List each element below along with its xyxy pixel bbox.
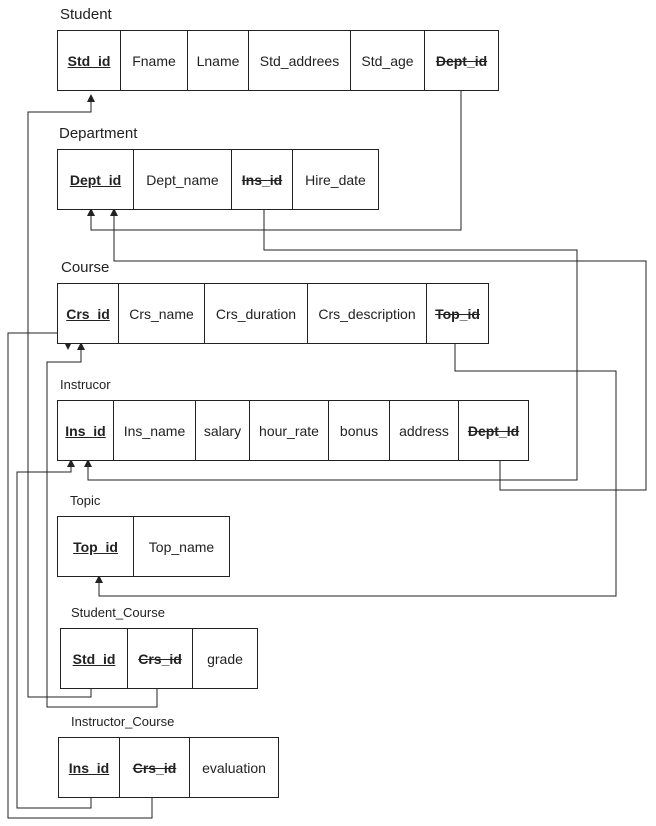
field-top-id-fk: Top_id [435, 305, 480, 322]
field-ins-name: Ins_name [114, 401, 196, 460]
field-crs-id-fk: Crs_id [128, 629, 193, 688]
table-title-topic: Topic [70, 493, 101, 508]
field-dept-id: Dept_id [58, 150, 134, 209]
field-fname: Fname [121, 31, 188, 90]
field-ins-id-fk: Ins_id [232, 150, 293, 209]
field-evaluation: evaluation [202, 759, 266, 776]
field-hire-date: Hire_date [305, 171, 366, 188]
table-department: Dept_id Dept_name Ins_id Hire_date [57, 149, 379, 210]
table-student: Std_id Fname Lname Std_addrees Std_age D… [57, 30, 499, 91]
field-grade: grade [207, 650, 243, 667]
field-salary: salary [196, 401, 250, 460]
field-crs-description: Crs_description [308, 284, 427, 343]
field-lname: Lname [188, 31, 249, 90]
field-top-name: Top_name [148, 538, 215, 555]
field-std-id: Std_id [58, 31, 121, 90]
table-title-student: Student [60, 6, 112, 23]
table-instructor: Ins_id Ins_name salary hour_rate bonus a… [57, 400, 529, 461]
field-std-id: Std_id [61, 629, 128, 688]
table-student-course: Std_id Crs_id grade [60, 628, 258, 689]
table-course: Crs_id Crs_name Crs_duration Crs_descrip… [57, 283, 489, 344]
table-instructor-course: Ins_id Crs_id evaluation [58, 737, 279, 798]
table-topic: Top_id Top_name [57, 516, 230, 577]
field-address: address [390, 401, 459, 460]
field-crs-duration: Crs_duration [205, 284, 308, 343]
table-title-course: Course [61, 259, 110, 276]
field-dept-name: Dept_name [134, 150, 232, 209]
field-dept-id-fk: Dept_Id [467, 422, 520, 439]
table-title-instructor: Instrucor [60, 377, 111, 392]
field-ins-id: Ins_id [59, 738, 120, 797]
field-hour-rate: hour_rate [250, 401, 329, 460]
table-title-instructor-course: Instructor_Course [71, 714, 175, 729]
field-top-id: Top_id [58, 517, 134, 576]
field-ins-id: Ins_id [58, 401, 114, 460]
field-crs-id: Crs_id [58, 284, 119, 343]
field-bonus: bonus [329, 401, 390, 460]
table-title-student-course: Student_Course [71, 605, 165, 620]
field-dept-id-fk: Dept_id [435, 52, 488, 69]
field-std-addrees: Std_addrees [249, 31, 351, 90]
field-std-age: Std_age [351, 31, 425, 90]
table-title-department: Department [59, 125, 138, 142]
field-crs-id-fk: Crs_id [120, 738, 190, 797]
field-crs-name: Crs_name [119, 284, 205, 343]
